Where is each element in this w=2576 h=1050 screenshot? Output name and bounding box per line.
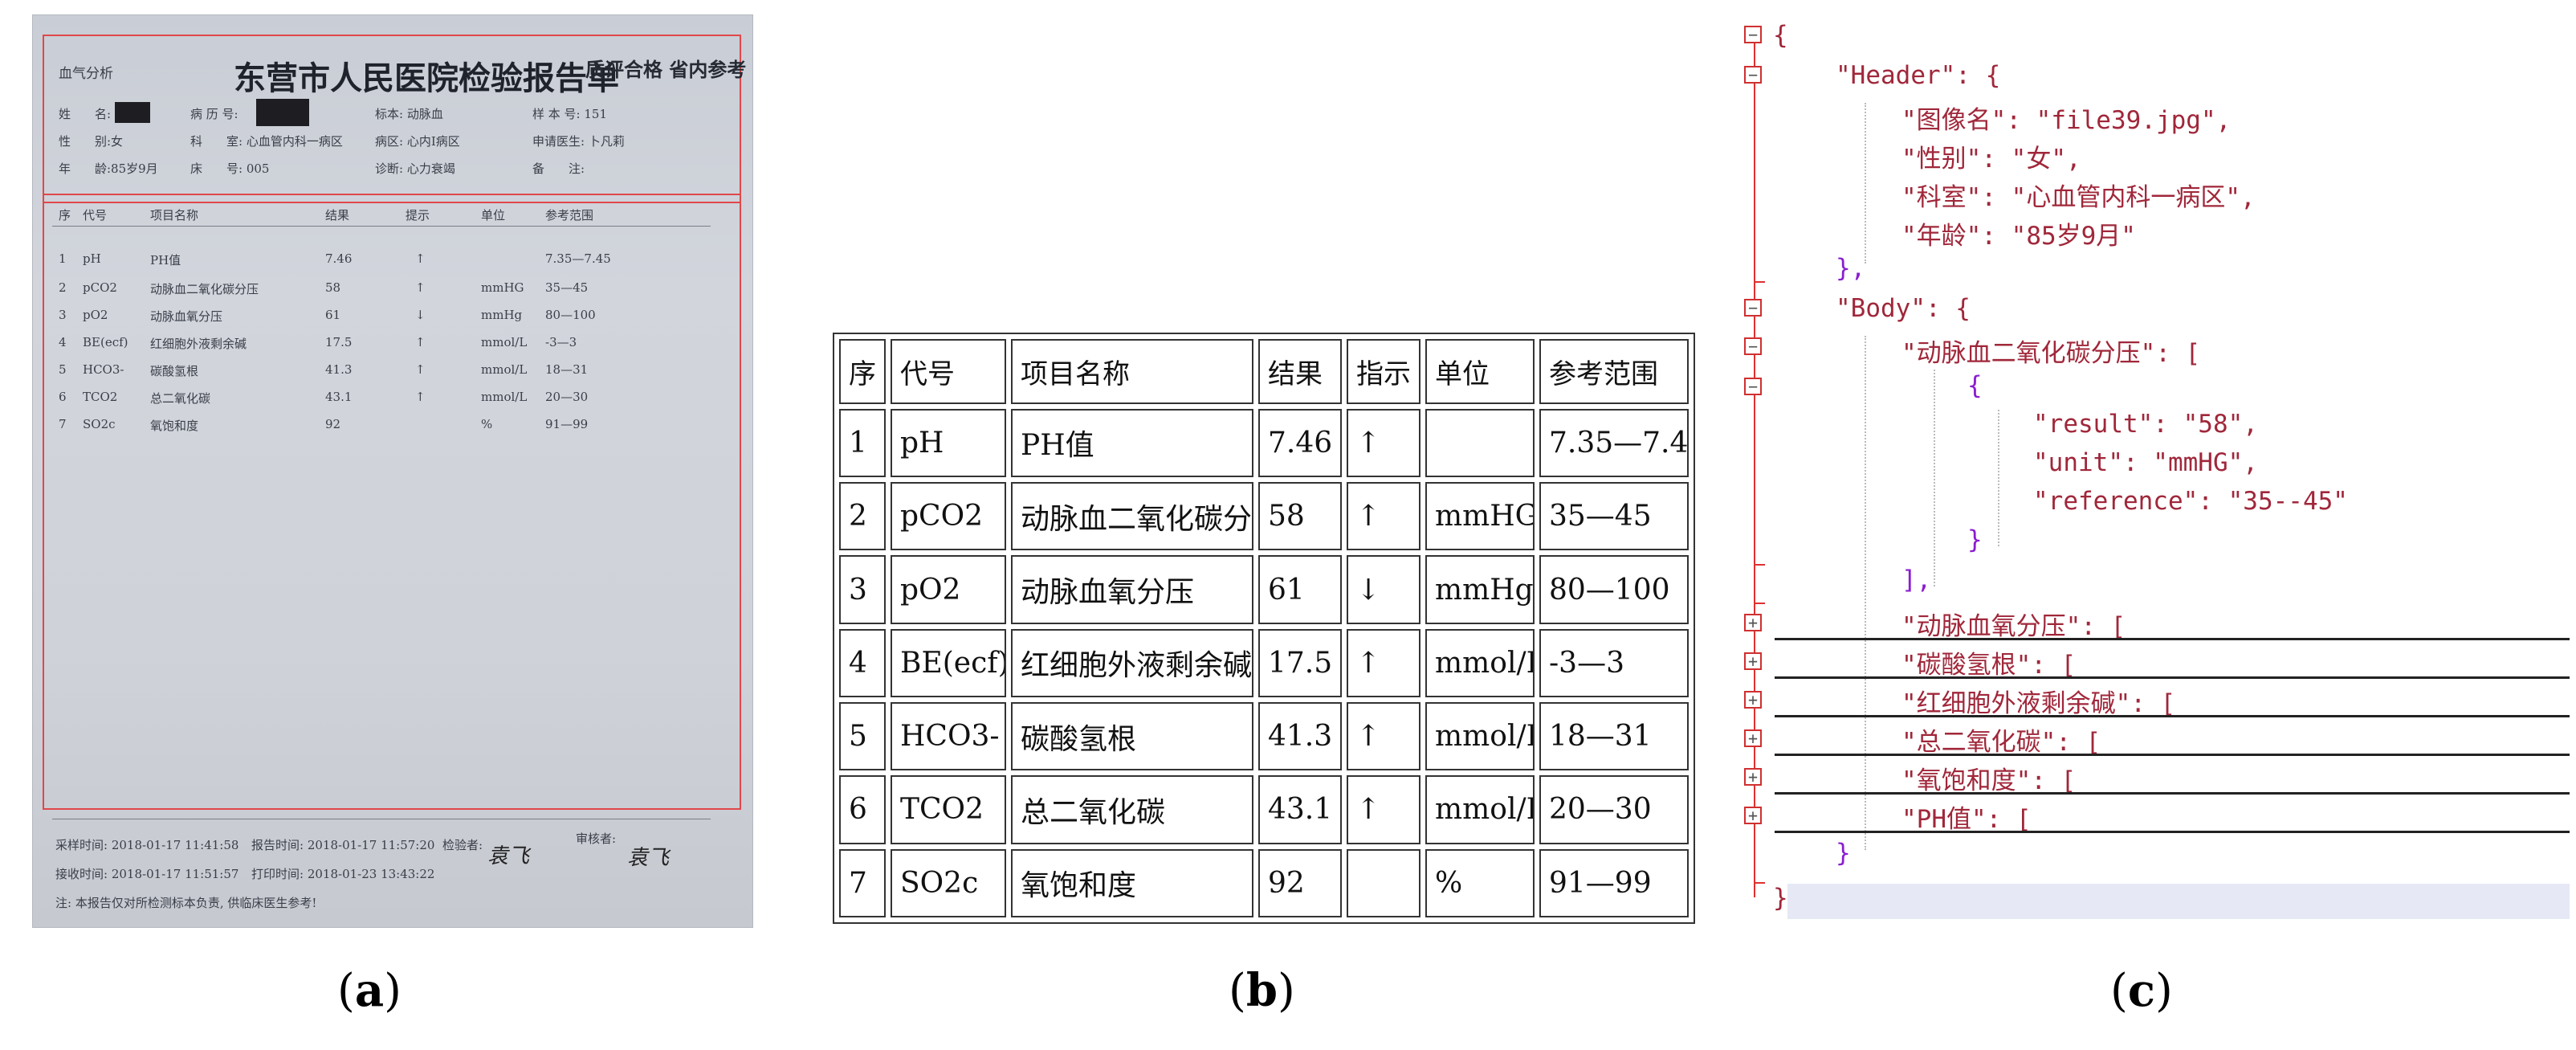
redaction-box [256,99,309,126]
header-divider [43,194,741,195]
json-line: "unit": "mmHG", [2033,448,2258,477]
redaction-box [115,102,150,123]
json-line: "Body": { [1836,294,1971,323]
sample-time: 采样时间: 2018-01-17 11:41:58 [55,838,239,852]
json-line: "氧饱和度": [ [1901,766,2077,795]
collapse-icon[interactable]: − [1744,66,1762,84]
json-line: "总二氧化碳": [ [1901,728,2101,757]
json-line: "reference": "35--45" [2033,487,2348,516]
header-cell: 参考范围 [1539,339,1689,404]
reviewer-label: 审核者: [576,831,617,846]
info-remarks: 备 注: [532,161,585,176]
json-line: "红细胞外液剩余碱": [ [1901,689,2176,718]
json-line: "Header": { [1836,61,2001,90]
col-result: 结果 [325,208,350,223]
json-line: "动脉血二氧化碳分压": [ [1901,339,2201,368]
header-cell: 项目名称 [1011,339,1253,404]
info-specimen: 标本: 动脉血 [375,107,443,121]
current-line-highlight [1787,884,2570,919]
caption-c: (c) [2110,964,2173,1017]
expand-icon[interactable]: + [1744,729,1762,747]
info-name: 姓 名: [59,107,112,121]
header-cell: 指示 [1347,339,1420,404]
json-line: }, [1836,254,1866,283]
info-bed: 床 号: 005 [190,161,270,176]
json-line: } [1773,884,1788,913]
report-certification: 质评合格 省内参考 [585,58,747,81]
json-line: "PH值": [ [1901,805,2032,834]
json-line: "图像名": "file39.jpg", [1901,106,2232,135]
header-cell: 结果 [1258,339,1342,404]
collapse-icon[interactable]: − [1744,378,1762,395]
json-line: { [1967,371,1983,400]
info-diagnosis: 诊断: 心力衰竭 [375,161,455,176]
json-line: } [1836,839,1851,868]
expand-icon[interactable]: + [1744,807,1762,824]
tester-signature: 袁飞 [487,844,530,868]
col-unit: 单位 [481,208,506,223]
json-line: "年龄": "85岁9月" [1901,222,2136,251]
info-age: 年 龄:85岁9月 [59,161,158,176]
info-record: 病 历 号: [190,107,238,121]
reviewer-signature: 袁飞 [627,846,670,870]
json-line: "科室": "心血管内科一病区", [1901,183,2256,212]
col-range: 参考范围 [545,208,594,223]
print-time: 打印时间: 2018-01-23 13:43:22 [251,867,435,881]
receive-time: 接收时间: 2018-01-17 11:51:57 [55,867,239,881]
info-doctor: 申请医生: 卜凡莉 [532,134,625,149]
header-cell: 代号 [891,339,1006,404]
caption-b: (b) [1229,964,1295,1017]
collapse-icon[interactable]: − [1744,26,1762,43]
expand-icon[interactable]: + [1744,614,1762,631]
report-category: 血气分析 [59,66,113,82]
json-line: "result": "58", [2033,410,2258,439]
info-dept: 科 室: 心血管内科一病区 [190,134,343,149]
collapse-icon[interactable]: − [1744,299,1762,317]
report-title: 东营市人民医院检验报告单 [234,59,619,97]
header-cell: 序 [839,339,886,404]
info-ward: 病区: 心内Ⅰ病区 [375,134,460,149]
info-sample-no: 样 本 号: 151 [532,107,607,121]
collapse-icon[interactable]: − [1744,337,1762,355]
footer-note: 注: 本报告仅对所检测标本负责, 供临床医生参考! [55,896,317,910]
col-header-underline [52,226,711,227]
expand-icon[interactable]: + [1744,768,1762,786]
col-flag: 提示 [406,208,430,223]
json-line: "性别": "女", [1901,145,2081,174]
expand-icon[interactable]: + [1744,652,1762,670]
caption-a: (a) [337,964,402,1017]
json-viewer: − − − − − + + + + + + { "Header": { "图像名… [1726,8,2570,932]
col-code: 代号 [83,208,108,223]
json-line: "碳酸氢根": [ [1901,651,2077,680]
json-line: { [1773,21,1788,50]
fold-gutter [1754,34,1755,897]
expand-icon[interactable]: + [1744,691,1762,709]
header-divider-2 [43,202,741,203]
table-header-row: 序 代号 项目名称 结果 指示 单位 参考范围 [839,339,1689,404]
report-time: 报告时间: 2018-01-17 11:57:20 [251,838,435,852]
col-seq: 序 [59,208,71,223]
json-line: "动脉血氧分压": [ [1901,612,2126,641]
header-cell: 单位 [1425,339,1535,404]
info-gender: 性 别:女 [59,134,124,149]
scanned-report-image: 血气分析 东营市人民医院检验报告单 质评合格 省内参考 姓 名: 病 历 号: … [32,14,753,928]
red-border-frame [43,35,741,810]
json-line: ], [1901,566,1932,594]
col-item: 项目名称 [150,208,199,223]
json-line: } [1967,525,1983,554]
tester-label: 检验者: [442,838,483,852]
